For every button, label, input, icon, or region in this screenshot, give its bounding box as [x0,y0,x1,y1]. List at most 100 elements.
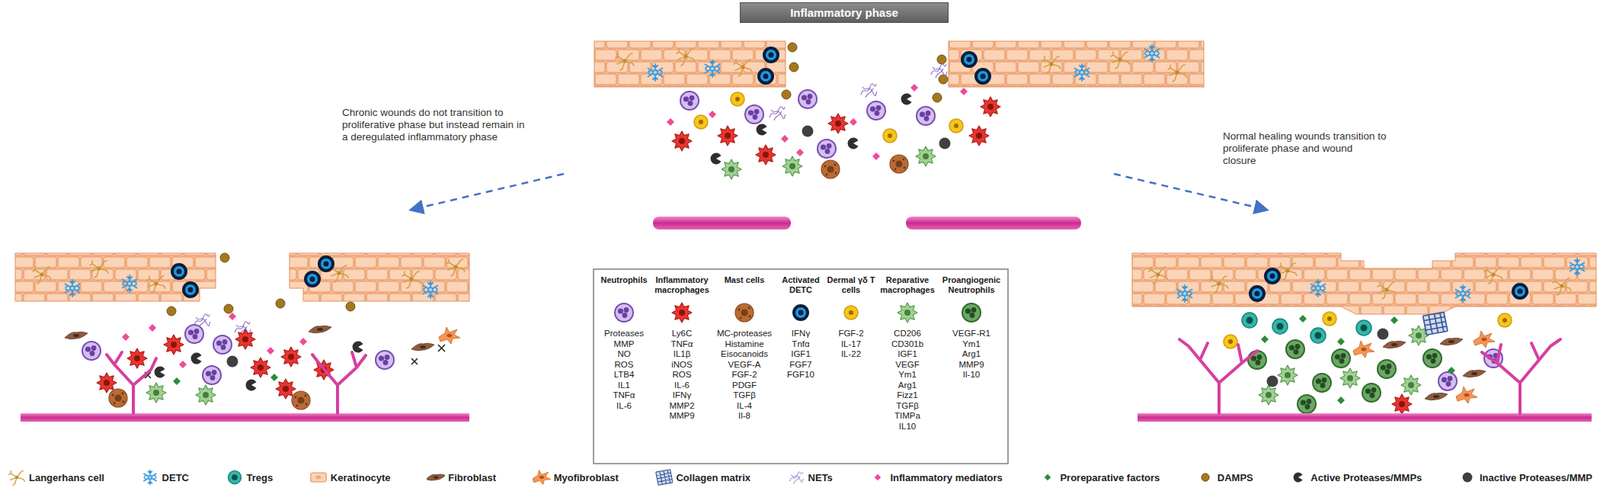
table-heading: Mast cells [713,275,776,298]
table-cell: Fizz1 [876,390,939,401]
phase-title-box: Inflammatory phase [739,2,949,23]
legend-icon [426,467,445,487]
table-cell: VEGF-A [713,359,776,371]
note-holder: Chronic wounds do not transition to prol… [342,106,529,144]
table-cell: MMP [597,339,651,350]
legend-label: Keratinocyte [330,471,391,484]
icon-gap [597,297,651,329]
table-cell: IL-22 [825,348,877,360]
table-cell: LTB4 [597,369,651,381]
legend-item: Langerhans cell [7,467,105,487]
table-cell: Histamine [713,339,776,350]
table-cell: IFNγ [775,328,826,340]
legend-icon [868,467,887,487]
legend-label: NETs [808,471,833,484]
legend-item: Fibroblast [426,467,496,487]
legend-icon [309,467,328,487]
table-cell: ROS [597,359,651,371]
table-cell: FGF10 [775,369,826,381]
note-holder: Normal healing wounds transition to prol… [1222,130,1387,167]
table-heading: Neutrophils [597,275,651,298]
legend-label: Langerhans cell [28,471,105,484]
table-cell: IFNγ [650,390,714,401]
legend-label: Collagen matrix [675,471,751,484]
table-cell: FGF-2 [825,328,877,340]
table-cell: IGF1 [775,348,826,360]
table-cell: IL-4 [713,400,776,412]
table-cell: Il-8 [713,410,776,422]
table-cell: IGF1 [876,348,939,360]
legend-label: DETC [162,471,189,484]
table-cell: FGF-2 [713,369,776,381]
table-cell: Tnfα [775,339,826,350]
table-cell: CD301b [876,339,939,350]
table-heading: Proangiogenic Neutrophils [938,275,1005,298]
table-cell: TNFα [650,339,714,350]
legend-row: Langerhans cell DETC Tregs Keratinocyte Fibr… [7,467,1593,487]
annotation-note: Chronic wounds do not transition to prol… [342,106,529,144]
table-column: NeutrophilsProteasesMMPNOROSLTB4IL1TNFαI… [597,275,651,411]
legend-icon [225,467,244,487]
table-cell: NO [597,348,651,360]
legend-item: Keratinocyte [309,467,391,487]
legend-item: Tregs [225,467,274,487]
table-heading: Inflammatory macrophages [650,275,714,298]
table-cell: IL1 [597,380,651,391]
icon-gap [775,297,826,329]
legend-icon [7,467,26,487]
table-heading: Reparative macrophages [876,275,939,298]
legend-item: Proreparative factors [1038,467,1160,487]
table-cell: IL10 [876,421,939,432]
table-column: Dermal γδ T cellsFGF-2IL-17IL-22 [825,275,877,360]
legend-item: NETs [787,467,833,487]
table-cell: Il-10 [938,369,1005,381]
legend-label: Fibroblast [448,471,496,484]
icon-gap [825,297,877,329]
table-cell: VEGF-R1 [938,328,1005,340]
table-column: Reparative macrophagesCD206CD301bIGF1VEG… [876,275,939,432]
table-cell: Ly6C [650,328,714,340]
table-cell: Arg1 [938,348,1005,360]
legend-item: Inflammatory mediators [868,467,1002,487]
table-column: Proangiogenic NeutrophilsVEGF-R1Ym1Arg1M… [938,275,1005,381]
table-cell: VEGF [876,359,939,371]
table-cell: MC-proteases [713,328,776,340]
table-cell: TIMPa [876,410,939,422]
table-heading: Activated DETC [775,275,826,298]
table-cell: TGFβ [876,400,939,412]
legend-icon [1458,467,1477,487]
table-cell: iNOS [650,359,714,371]
legend-item: Myofibroblast [532,467,619,487]
table-cell: IL-6 [650,380,714,391]
table-heading: Dermal γδ T cells [825,275,877,298]
legend-label: Active Proteases/MMPs [1310,471,1422,484]
legend-item: Inactive Proteases/MMP [1458,467,1593,487]
legend-label: DAMPS [1217,471,1254,484]
icon-gap [938,297,1005,329]
phase-title: Inflammatory phase [790,6,899,20]
table-column: Inflammatory macrophagesLy6CTNFαIL1βiNOS… [650,275,714,422]
legend-icon [1196,467,1215,487]
table-cell: MMP9 [650,410,714,422]
table-cell: Eisocanoids [713,348,776,360]
legend-icon [532,467,551,487]
table-cell: IL1β [650,348,714,360]
table-cell: CD206 [876,328,939,340]
legend-icon [140,467,160,487]
legend-label: Myofibroblast [553,471,619,484]
table-cell: ROS [650,369,714,381]
table-cell: Ym1 [876,369,939,381]
table-cell: MMP2 [650,400,714,412]
table-cell: Arg1 [876,380,939,391]
table-column: Mast cellsMC-proteasesHistamineEisocanoi… [713,275,776,422]
table-cell: FGF7 [775,359,826,371]
legend-item: DAMPS [1196,467,1254,487]
table-cell: Proteases [597,328,651,340]
table-cell: IL-17 [825,339,877,350]
legend-icon [1289,467,1308,487]
legend-icon [787,467,806,487]
legend-item: Collagen matrix [654,467,751,487]
table-cell: TNFα [597,390,651,401]
legend-label: Inflammatory mediators [889,471,1002,484]
